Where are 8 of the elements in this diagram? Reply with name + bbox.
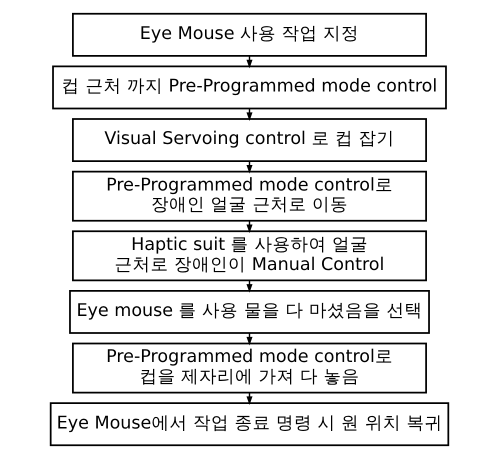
node-box: Eye Mouse 사용 작업 지정 [72,12,427,56]
node-box: 컵 근처 까지 Pre-Programmed mode control [52,64,447,109]
node-box: Eye mouse 를 사용 물을 다 마셨음을 선택 [69,290,430,334]
node-box: Haptic suit 를 사용하여 얼굴 근처로 장애인이 Manual Control [72,230,427,281]
node-box: Visual Servoing control 로 컵 잡기 [72,118,427,162]
node-box: Eye Mouse에서 작업 종료 명령 시 원 위치 복귀 [50,402,450,446]
node-box: Pre-Programmed mode control로 장애인 얼굴 근처로 이동 [72,170,427,222]
node-box: Pre-Programmed mode control로 컵을 제자리에 가져 다 놓음 [72,342,427,394]
